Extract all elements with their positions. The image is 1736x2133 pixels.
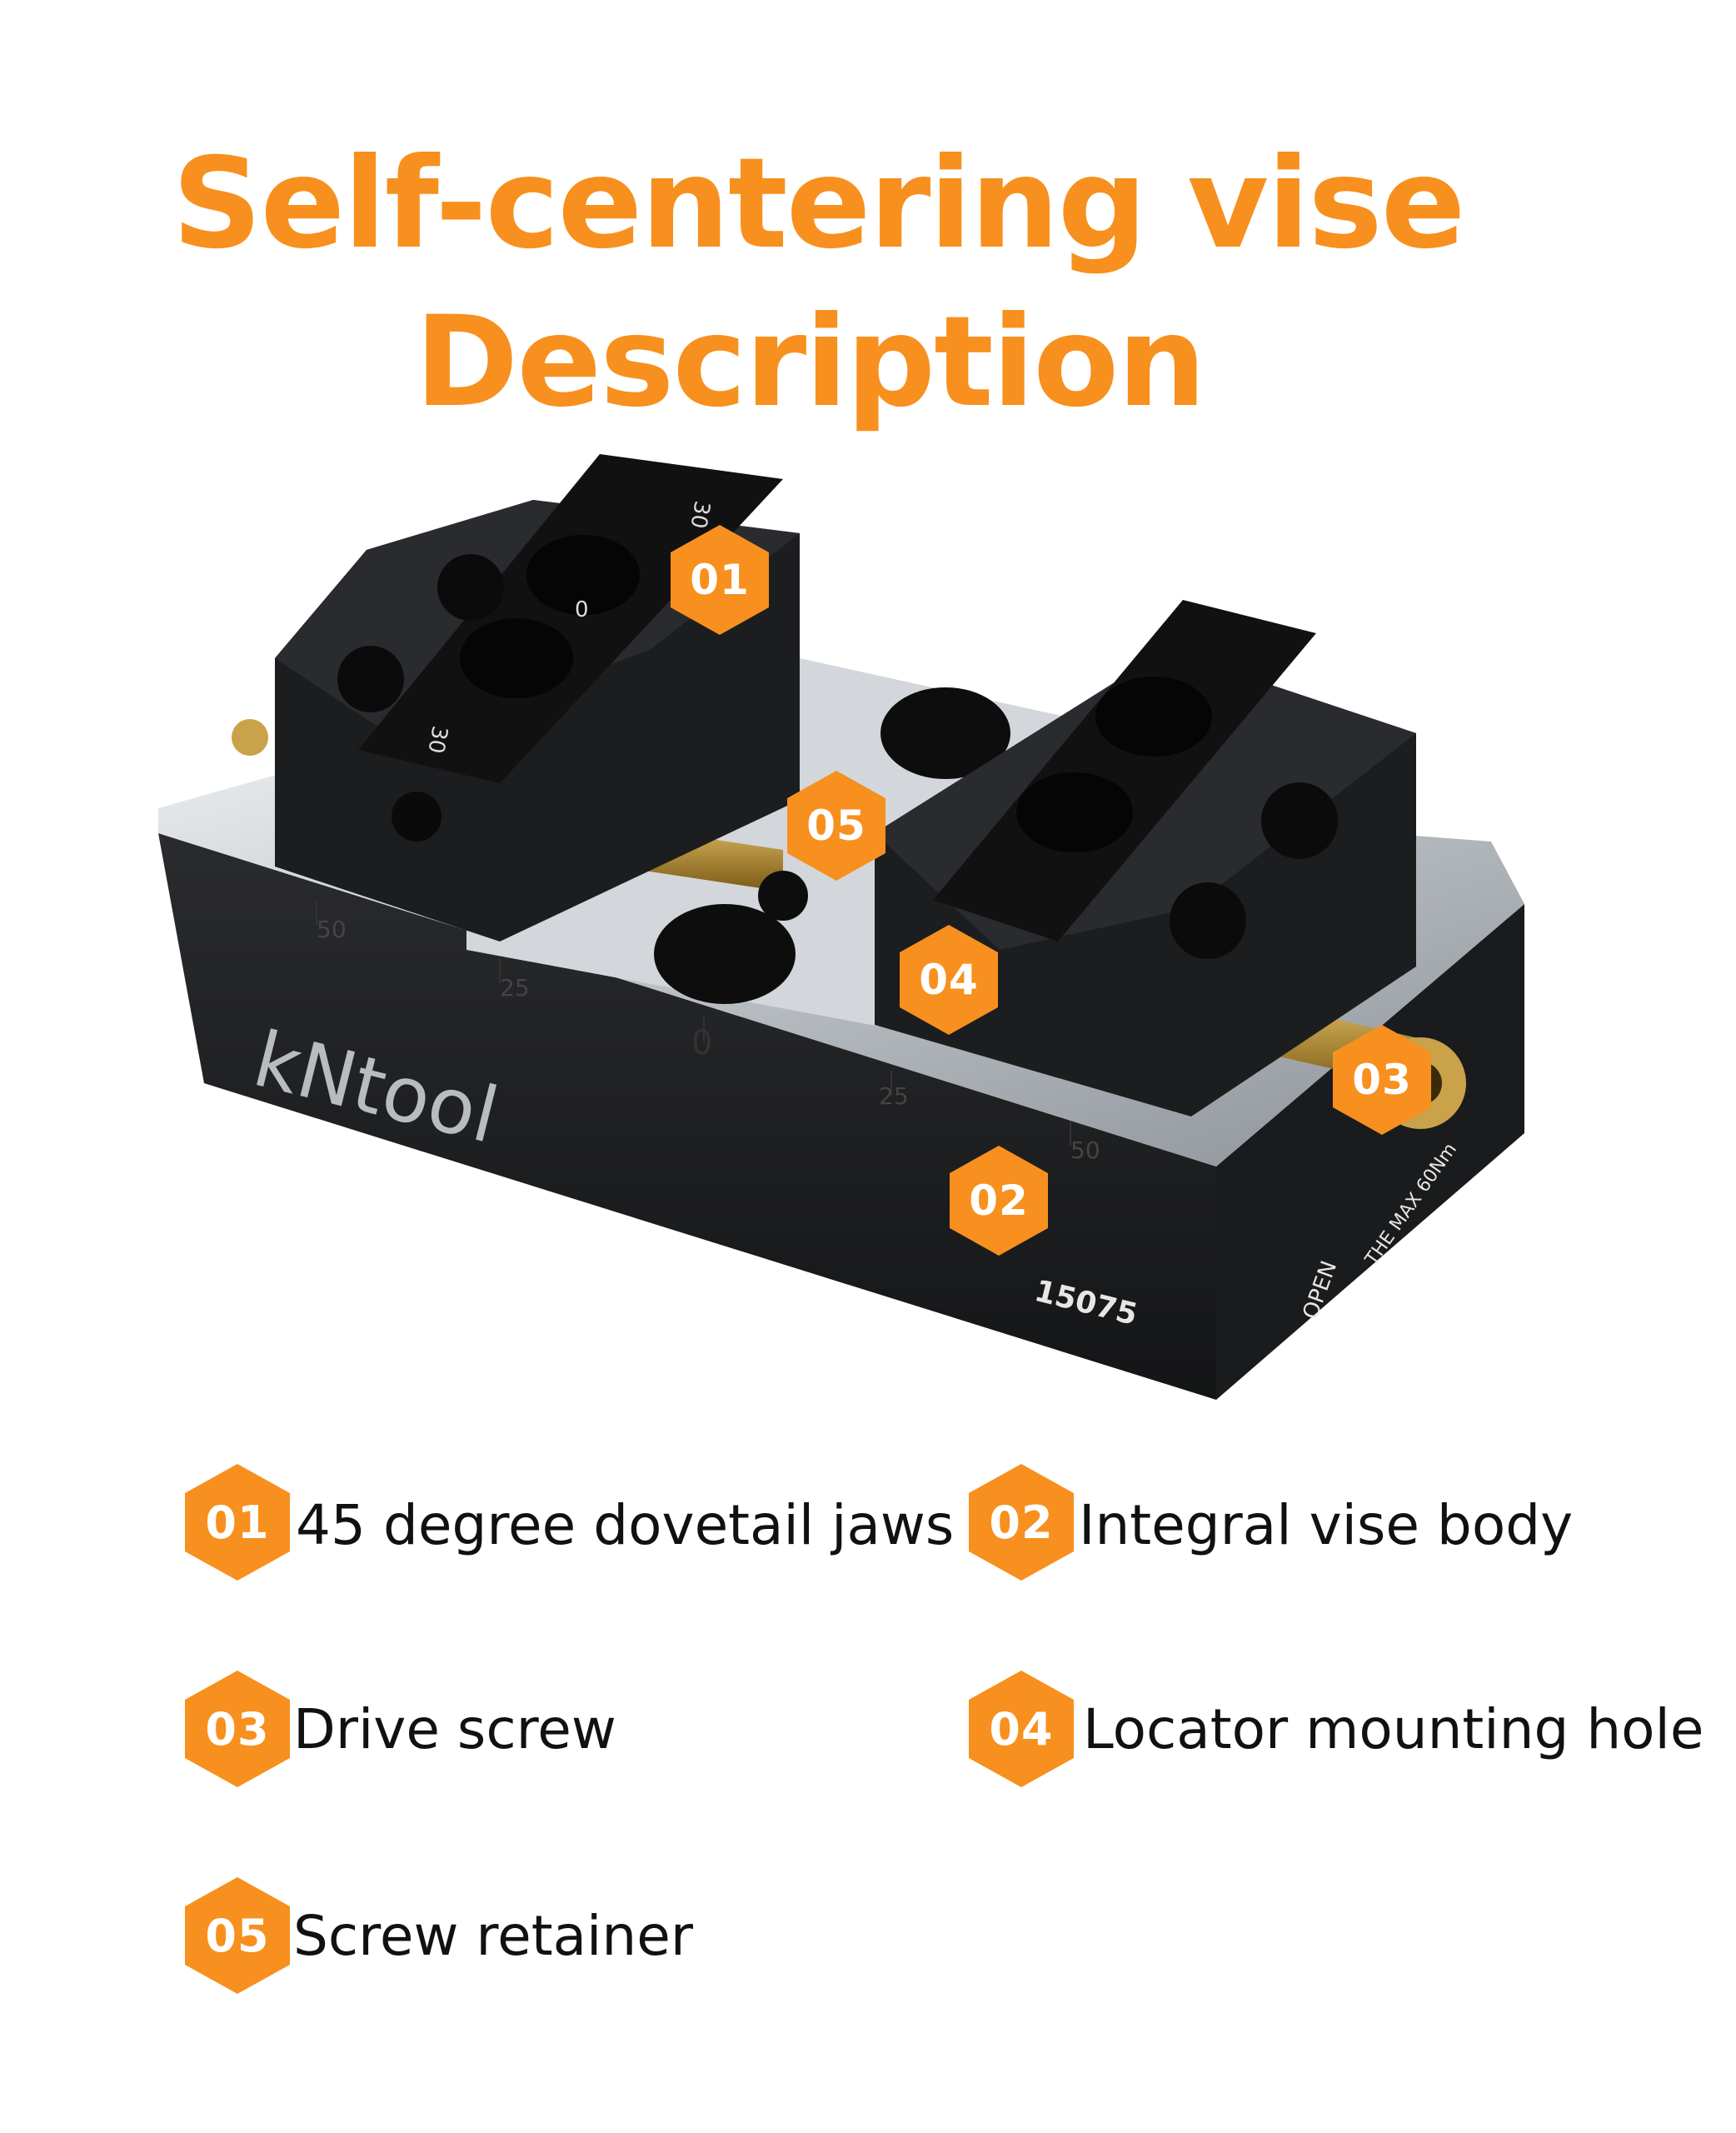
legend-label-02: Integral vise body xyxy=(1079,1493,1574,1557)
scale-label-right-50: 50 xyxy=(1070,1136,1100,1164)
vise-body-front xyxy=(158,833,1216,1400)
rail-hole-1 xyxy=(880,687,1010,779)
retainer-screw xyxy=(758,871,808,921)
vise-body-end xyxy=(1216,904,1524,1400)
left-jaw-bolt-2 xyxy=(337,646,404,712)
jaw-scale-label-1: 30 xyxy=(685,499,714,531)
legend-badge-05: 05 xyxy=(185,1877,290,1994)
right-jaw-hole-1 xyxy=(1095,677,1212,757)
legend-badge-01: 01 xyxy=(185,1464,290,1581)
left-jaw-hole-2 xyxy=(460,618,573,698)
legend-badge-02: 02 xyxy=(969,1464,1074,1581)
legend-label-01: 45 degree dovetail jaws xyxy=(296,1493,955,1557)
right-jaw-bolt-2 xyxy=(1170,882,1246,959)
legend-label-05: Screw retainer xyxy=(293,1904,693,1968)
scale-label-left-50: 50 xyxy=(317,916,347,943)
left-jaw-hole-1 xyxy=(526,535,640,615)
body-scale-ticks xyxy=(316,900,1071,1146)
jaw-scale-label-3: 30 xyxy=(422,724,451,756)
scale-label-zero: 0 xyxy=(691,1024,712,1062)
rail-hole-2 xyxy=(654,904,796,1004)
left-jaw-side-hole xyxy=(392,792,441,842)
legend-badge-03: 03 xyxy=(185,1671,290,1787)
left-screw-end xyxy=(232,719,268,756)
vise-illustration: 50 25 0 25 50 30 0 30 kNtool 15075 OPEN … xyxy=(158,454,1524,1400)
legend-label-04: Locator mounting hole xyxy=(1083,1697,1704,1761)
callout-01: 01 xyxy=(671,525,769,635)
left-jaw-scale xyxy=(358,454,783,783)
legend-badge-04: 04 xyxy=(969,1671,1074,1787)
right-jaw-scale xyxy=(933,600,1316,942)
right-jaw-hole-2 xyxy=(1016,772,1133,852)
left-jaw-bolt-1 xyxy=(437,554,504,621)
jaw-scale-label-2: 0 xyxy=(575,597,589,622)
page-title-line1: Self-centering vise xyxy=(172,132,1466,277)
right-jaw-bolt-1 xyxy=(1261,782,1338,859)
page-title-line2: Description xyxy=(414,290,1206,435)
legend-label-03: Drive screw xyxy=(293,1697,616,1761)
scale-label-left-25: 25 xyxy=(500,974,530,1002)
scale-label-right-25: 25 xyxy=(879,1082,909,1110)
